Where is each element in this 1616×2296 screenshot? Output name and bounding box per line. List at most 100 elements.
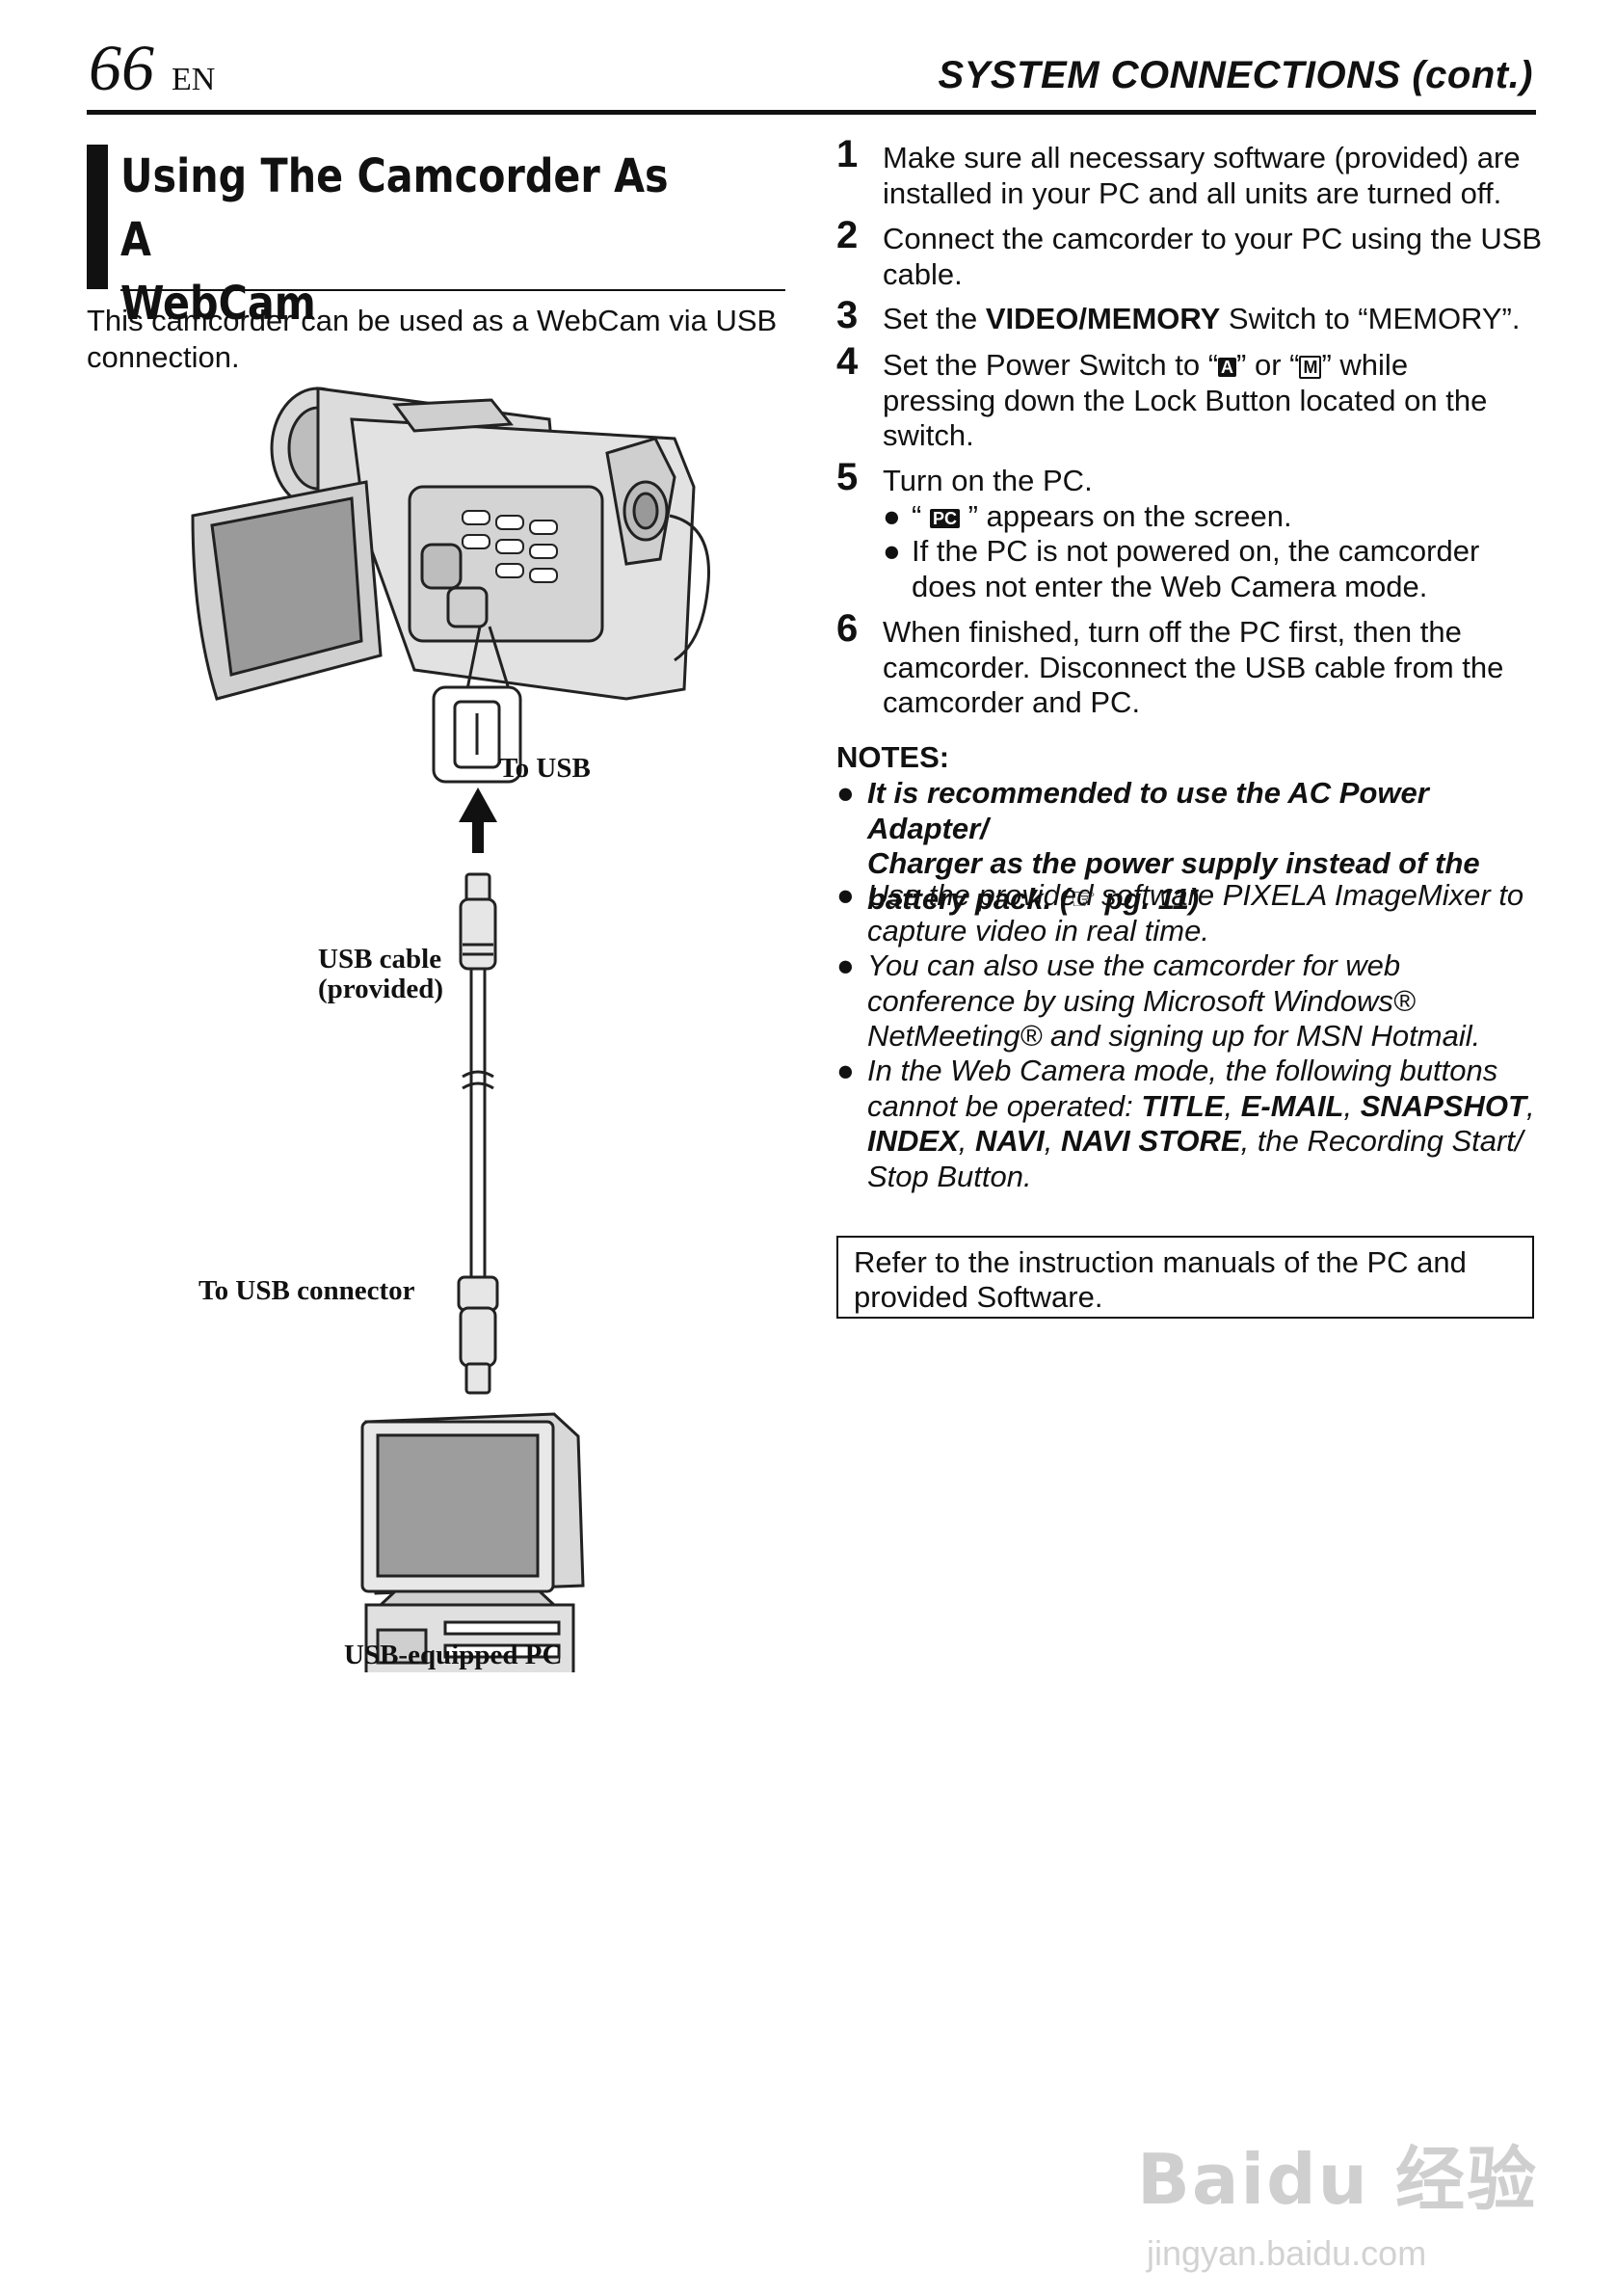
label-usb-equipped-pc: USB-equipped PC (344, 1640, 563, 1670)
note-1-line-3: battery pack. (☞ pg. 11) (867, 881, 1200, 916)
step-number: 3 (836, 294, 859, 336)
bullet-icon: ● (836, 776, 855, 810)
label-to-usb: To USB (499, 753, 591, 784)
step-3-text-post: Switch to “MEMORY”. (1220, 302, 1521, 335)
step-number: 1 (836, 133, 859, 175)
pc-mode-icon: PC (929, 508, 960, 528)
step-4-text-b: ” or “ (1236, 348, 1300, 382)
step-number: 4 (836, 340, 859, 383)
step-5-bullet-2-line-1: If the PC is not powered on, the camcord… (912, 534, 1480, 568)
page-language: EN (172, 62, 216, 97)
refer-line-2: provided Software. (854, 1280, 1103, 1314)
arrow-up-icon (459, 788, 497, 853)
step-5-line-1: Turn on the PC. (883, 464, 1093, 497)
note-2-line-2: capture video in real time. (867, 913, 1209, 948)
intro-line-1: This camcorder can be used as a WebCam v… (87, 304, 778, 337)
note-1-line-1: It is recommended to use the AC Power Ad… (867, 776, 1429, 845)
navi-button-label: NAVI (974, 1124, 1045, 1158)
step-4: 4 Set the Power Switch to “A” or “M” whi… (836, 342, 1550, 454)
step-4-text-a: Set the Power Switch to “ (883, 348, 1219, 382)
step-6: 6 When finished, turn off the PC first, … (836, 609, 1550, 721)
bullet-icon: ● (836, 878, 855, 912)
separator: , (1224, 1088, 1241, 1123)
snapshot-button-label: SNAPSHOT (1360, 1088, 1526, 1123)
note-4-line-3: INDEX, NAVI, NAVI STORE, the Recording S… (867, 1124, 1550, 1160)
connection-diagram (191, 387, 710, 1672)
label-to-usb-connector: To USB connector (199, 1275, 415, 1306)
auto-mode-icon: A (1218, 358, 1237, 377)
step-4-line-1: Set the Power Switch to “A” or “M” while (883, 348, 1550, 384)
refer-box: Refer to the instruction manuals of the … (836, 1236, 1534, 1319)
notes-title: NOTES: (836, 740, 950, 774)
video-memory-switch-label: VIDEO/MEMORY (985, 302, 1221, 335)
note-2-line-1: Use the provided software PIXELA ImageMi… (867, 878, 1524, 912)
step-5-bullet-1: ● “ PC ” appears on the screen. (883, 499, 1550, 535)
note-3-line-1: You can also use the camcorder for web (867, 948, 1401, 982)
note-4-line-2: cannot be operated: TITLE, E-MAIL, SNAPS… (867, 1089, 1550, 1125)
step-6-line-1: When finished, turn off the PC first, th… (883, 615, 1462, 649)
note-4-text-tail: , the Recording Start/ (1240, 1124, 1523, 1158)
step-2: 2 Connect the camcorder to your PC using… (836, 216, 1550, 292)
step-2-line-2: cable. (883, 256, 963, 291)
step-4-text-c: ” while (1321, 348, 1409, 382)
note-3-line-3: NetMeeting® and signing up for MSN Hotma… (867, 1019, 1481, 1053)
separator: , (958, 1124, 975, 1158)
note-1: ● It is recommended to use the AC Power … (836, 776, 1550, 917)
step-1: 1 Make sure all necessary software (prov… (836, 135, 1550, 211)
note-1-line-2: Charger as the power supply instead of t… (867, 846, 1480, 880)
step-5: 5 Turn on the PC. ● “ PC ” appears on the… (836, 458, 1550, 604)
step-number: 2 (836, 214, 859, 256)
separator: , (1343, 1088, 1361, 1123)
page-number: 66 (89, 31, 154, 104)
step-5-bullet-1-post: ” appears on the screen. (959, 498, 1292, 533)
step-1-line-2: installed in your PC and all units are t… (883, 175, 1502, 210)
baidu-watermark-url: jingyan.baidu.com (1147, 2233, 1427, 2273)
step-5-bullet-2-line-2: does not enter the Web Camera mode. (912, 569, 1428, 603)
heading-line-2: WebCam (120, 277, 316, 331)
note-4-text: cannot be operated: (867, 1088, 1142, 1123)
step-6-line-2: camcorder. Disconnect the USB cable from… (883, 650, 1504, 684)
label-usb-cable-line-1: USB cable (318, 944, 442, 974)
manual-mode-icon: M (1299, 356, 1322, 379)
pc-illustration (360, 1412, 585, 1672)
step-number: 5 (836, 456, 859, 498)
bullet-icon: ● (836, 1054, 855, 1087)
step-4-line-2: pressing down the Lock Button located on… (883, 383, 1488, 417)
header-rule (87, 110, 1536, 115)
usb-cable (457, 872, 499, 1395)
step-5-bullet-1-pre: “ (912, 498, 930, 533)
section-title: SYSTEM CONNECTIONS (cont.) (938, 54, 1533, 96)
step-2-line-1: Connect the camcorder to your PC using t… (883, 222, 1543, 255)
note-3: ● You can also use the camcorder for web… (836, 948, 1550, 1055)
page-heading: Using The Camcorder As A WebCam (120, 145, 701, 335)
step-1-line-1: Make sure all necessary software (provid… (883, 141, 1521, 174)
step-6-line-3: camcorder and PC. (883, 685, 1141, 719)
refer-line-1: Refer to the instruction manuals of the … (854, 1245, 1467, 1279)
label-usb-cable: USB cable (provided) (318, 945, 443, 1004)
note-4: ● In the Web Camera mode, the following … (836, 1054, 1550, 1194)
note-2: ● Use the provided software PIXELA Image… (836, 878, 1550, 948)
bullet-icon: ● (883, 534, 901, 568)
bullet-icon: ● (836, 948, 855, 982)
heading-rule (120, 289, 785, 291)
step-3-text-pre: Set the (883, 302, 986, 335)
bullet-icon: ● (883, 498, 901, 533)
step-number: 6 (836, 607, 859, 650)
index-button-label: INDEX (867, 1124, 959, 1158)
note-4-line-4: Stop Button. (867, 1159, 1032, 1193)
heading-line-1: Using The Camcorder As A (120, 149, 669, 267)
heading-bar (87, 145, 108, 289)
note-4-line-1: In the Web Camera mode, the following bu… (867, 1054, 1498, 1087)
intro-text: This camcorder can be used as a WebCam v… (87, 303, 781, 376)
label-usb-cable-line-2: (provided) (318, 974, 443, 1004)
baidu-watermark: Baidu 经验 (1137, 2139, 1539, 2220)
separator: , (1044, 1124, 1061, 1158)
email-button-label: E-MAIL (1240, 1088, 1344, 1123)
separator: , (1525, 1088, 1535, 1123)
navi-store-button-label: NAVI STORE (1060, 1124, 1241, 1158)
intro-line-2: connection. (87, 340, 240, 374)
step-3: 3 Set the VIDEO/MEMORY Switch to “MEMORY… (836, 296, 1550, 337)
note-3-line-2: conference by using Microsoft Windows® (867, 983, 1416, 1018)
title-button-label: TITLE (1141, 1088, 1225, 1123)
step-4-line-3: switch. (883, 418, 974, 452)
